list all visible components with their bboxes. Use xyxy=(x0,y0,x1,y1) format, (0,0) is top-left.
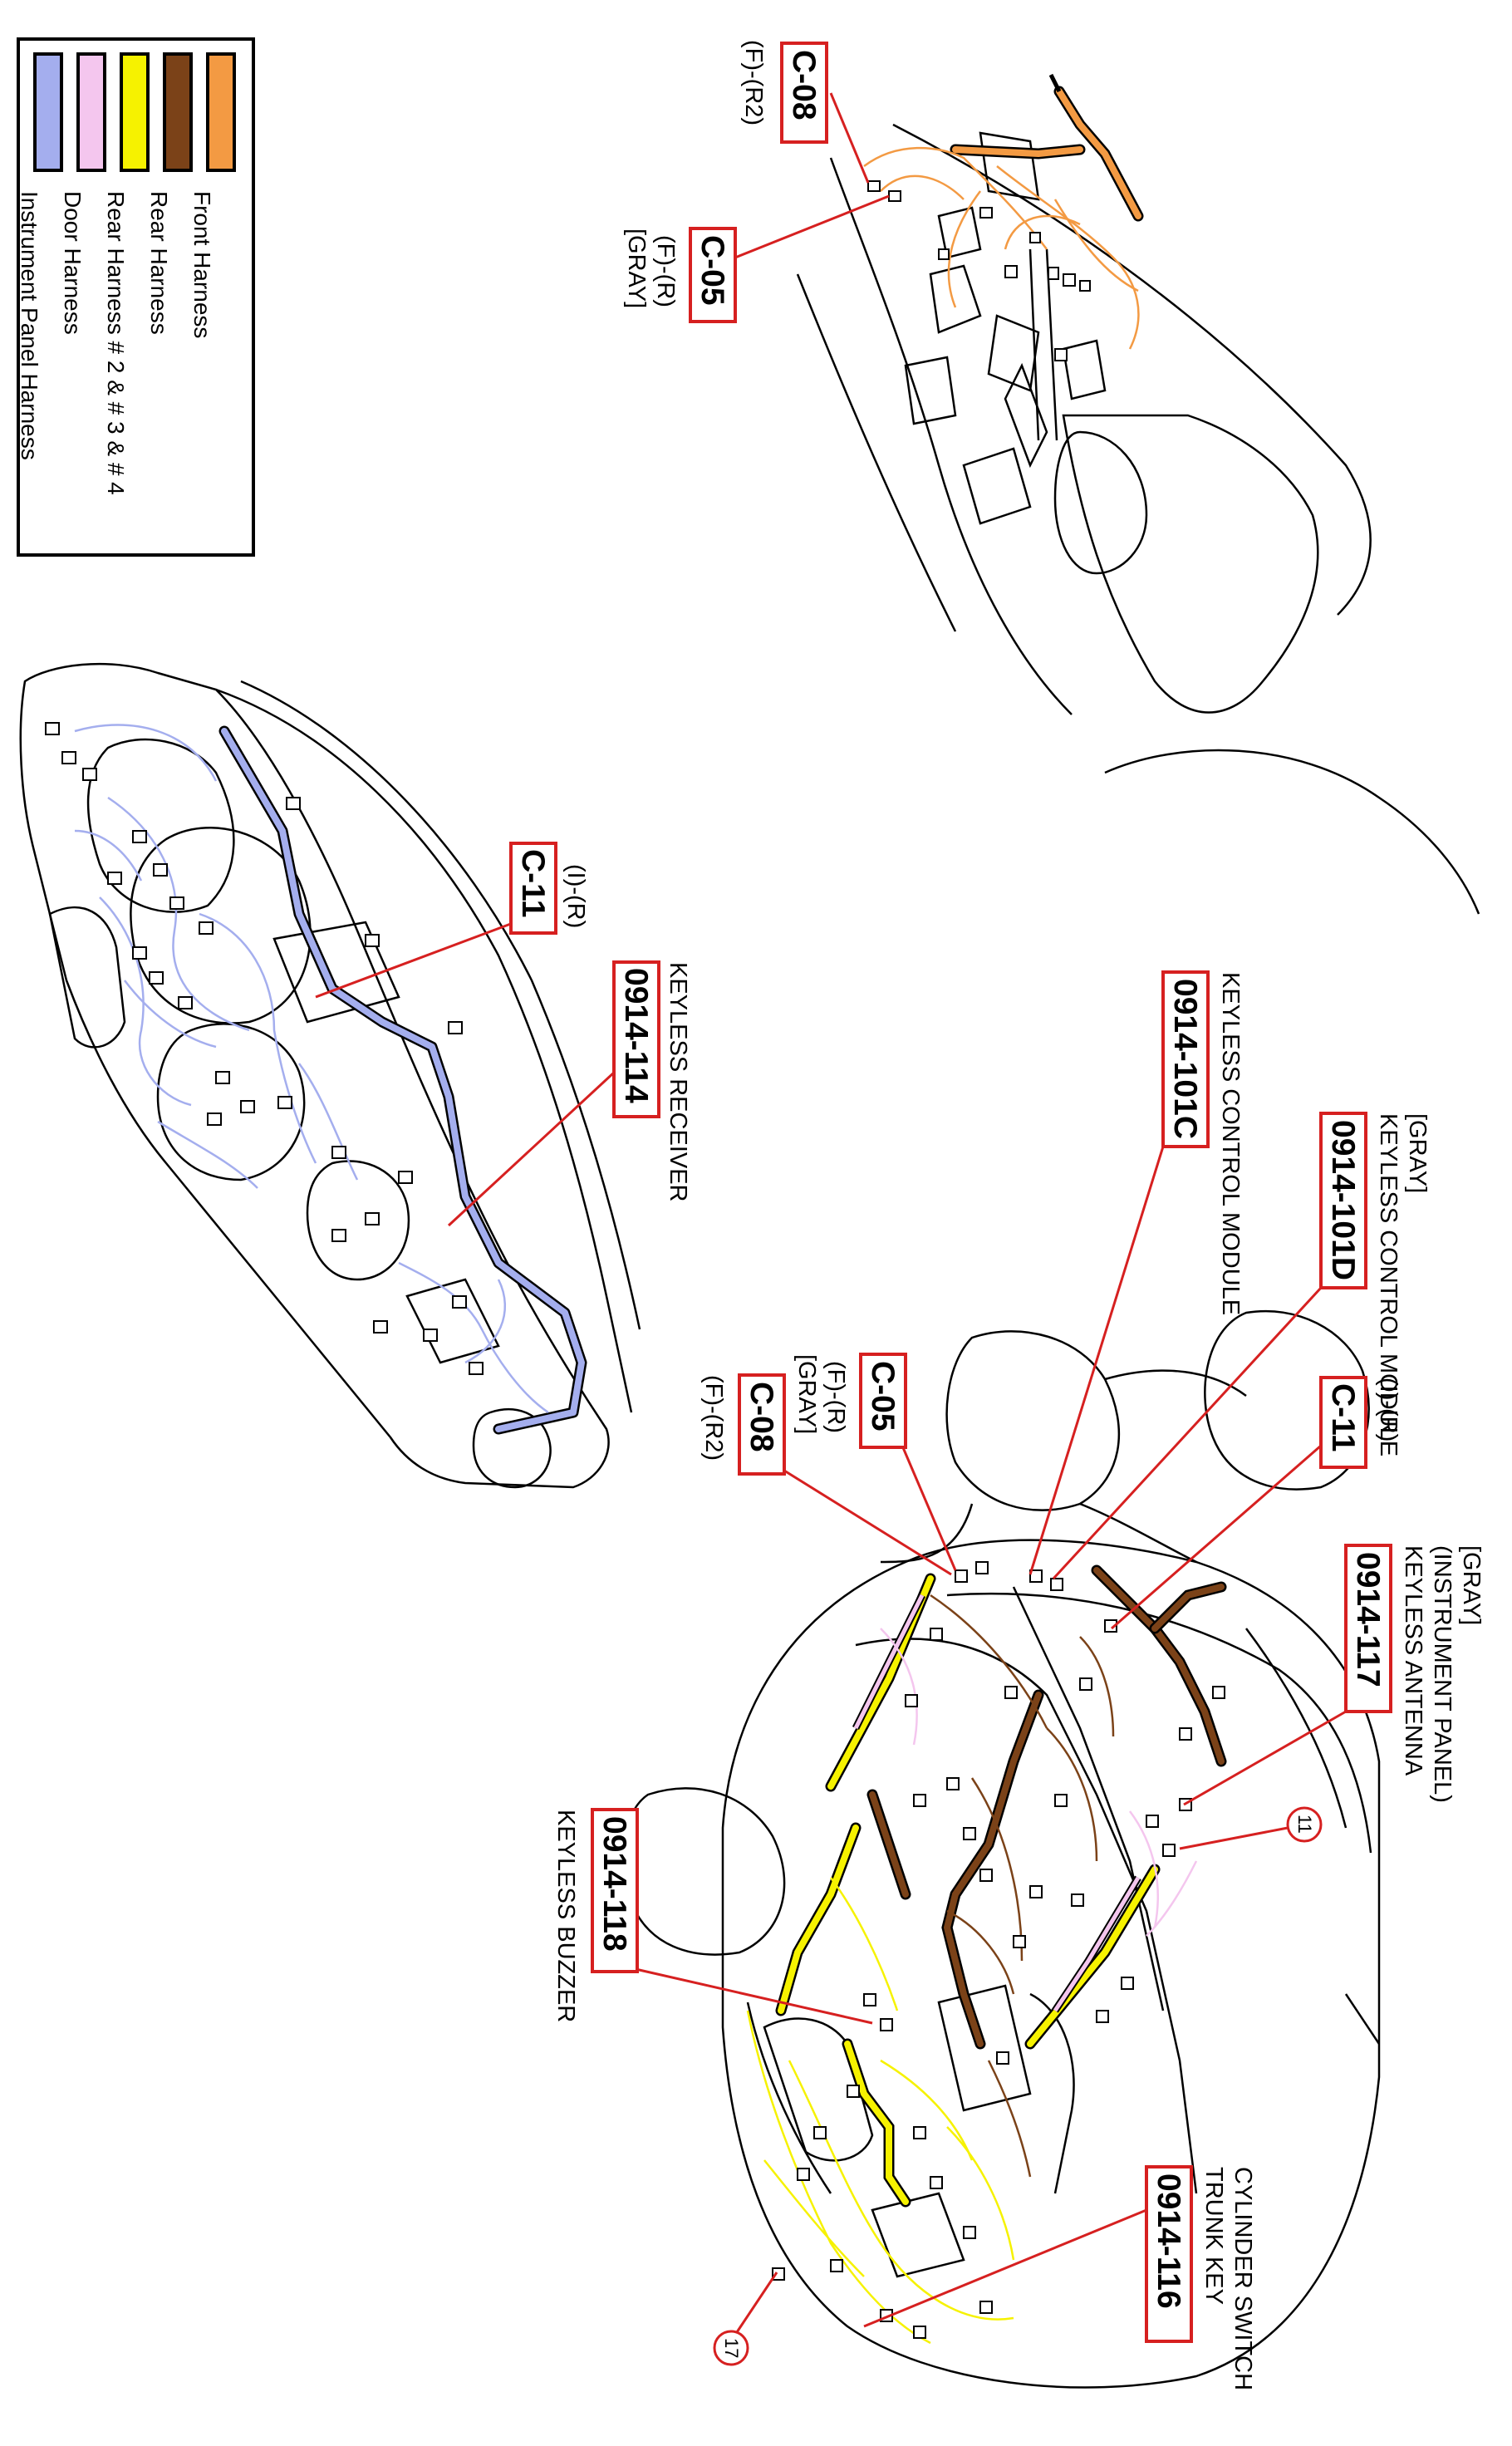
legend-swatch-ip xyxy=(33,52,63,172)
callout-k101d: 0914-101D KEYLESS CONTROL MODULE [GRAY] xyxy=(1052,1112,1431,1580)
legend-swatch-rear234 xyxy=(120,52,150,172)
c05-car-code: C-05 xyxy=(865,1361,901,1432)
callout-c05-top: C-05 (F)-(R) [GRAY] xyxy=(623,194,890,323)
front-strut-view xyxy=(796,123,1480,915)
callout-c11-car: C-11 (I)-(R) xyxy=(1111,1376,1402,1630)
c08-top-code: C-08 xyxy=(786,50,822,120)
legend-swatch-front xyxy=(206,52,236,172)
c05-car-sub2: [GRAY] xyxy=(793,1354,820,1434)
car-body-view xyxy=(621,1309,1381,2389)
k117-desc1: KEYLESS ANTENNA xyxy=(1400,1545,1426,1776)
legend: Front Harness Rear Harness Rear Harness … xyxy=(17,37,255,557)
c11-dash-code: C-11 xyxy=(515,849,551,917)
ip-harness-wires xyxy=(74,724,587,1435)
k118-code: 0914-118 xyxy=(596,1816,632,1952)
k116-desc2: CYLINDER SWITCH xyxy=(1230,2167,1256,2390)
k117-desc2: (INSTRUMENT PANEL) xyxy=(1429,1545,1456,1803)
c11-dash-sub: (I)-(R) xyxy=(562,864,589,928)
car-connectors xyxy=(772,1561,1225,2339)
legend-item-rear-harness-234: Rear Harness # 2 & # 3 & # 4 xyxy=(103,52,150,495)
k116-desc1: TRUNK KEY xyxy=(1200,2167,1227,2305)
legend-label-ip: Instrument Panel Harness xyxy=(17,191,42,460)
k116-code: 0914-116 xyxy=(1151,2173,1186,2309)
c08-car-code: C-08 xyxy=(744,1382,779,1452)
k118-desc: KEYLESS BUZZER xyxy=(552,1810,579,2022)
circle-callout-11: 11 xyxy=(1179,1806,1323,1850)
legend-swatch-door xyxy=(76,52,106,172)
legend-label-door: Door Harness xyxy=(60,191,86,335)
callout-c11-dash: C-11 (I)-(R) xyxy=(315,842,589,999)
legend-item-rear-harness: Rear Harness xyxy=(146,52,193,335)
callout-k116: 0914-116 TRUNK KEY CYLINDER SWITCH xyxy=(863,2165,1256,2390)
callout-k118: 0914-118 KEYLESS BUZZER xyxy=(552,1808,873,2025)
front-harness-wires xyxy=(863,73,1144,350)
c05-top-sub1: (F)-(R) xyxy=(652,235,679,307)
callout-c08-top: C-08 (F)-(R2) xyxy=(740,40,870,184)
k114-desc: KEYLESS RECEIVER xyxy=(665,962,691,1202)
legend-swatch-rear xyxy=(163,52,193,172)
car-harness-wires xyxy=(746,1564,1227,2345)
legend-item-instrument-panel-harness: Instrument Panel Harness xyxy=(17,52,63,460)
callout-c05-car: C-05 (F)-(R) [GRAY] xyxy=(793,1353,957,1571)
k101d-code: 0914-101D xyxy=(1325,1120,1361,1280)
ip-connectors xyxy=(45,722,484,1375)
front-connectors xyxy=(867,180,1091,361)
callout-k117: 0914-117 KEYLESS ANTENNA (INSTRUMENT PAN… xyxy=(1183,1544,1485,1806)
c05-car-sub1: (F)-(R) xyxy=(822,1361,849,1433)
circle-callout-17: 17 xyxy=(713,2272,778,2366)
k101d-desc1: KEYLESS CONTROL MODULE xyxy=(1375,1113,1402,1456)
callout-c08-car: C-08 (F)-(R2) xyxy=(700,1373,952,1576)
k101c-desc: KEYLESS CONTROL MODULE xyxy=(1217,972,1244,1315)
c11-car-sub: (I)-(R) xyxy=(1375,1378,1402,1442)
callout-k101c: 0914-101C KEYLESS CONTROL MODULE xyxy=(1028,970,1244,1575)
circle-11-text: 11 xyxy=(1294,1815,1315,1834)
c11-car-code: C-11 xyxy=(1325,1383,1361,1451)
legend-item-front-harness: Front Harness xyxy=(189,52,236,338)
callout-k114: 0914-114 KEYLESS RECEIVER xyxy=(447,960,691,1227)
legend-label-front: Front Harness xyxy=(189,191,215,338)
k101c-code: 0914-101C xyxy=(1167,979,1203,1139)
c08-top-sub: (F)-(R2) xyxy=(740,40,767,125)
instrument-panel-view xyxy=(19,662,641,1489)
legend-label-rear: Rear Harness xyxy=(146,191,172,335)
k114-code: 0914-114 xyxy=(618,968,654,1103)
k101d-desc2: [GRAY] xyxy=(1404,1113,1431,1193)
legend-item-door-harness: Door Harness xyxy=(60,52,106,335)
c05-top-sub2: [GRAY] xyxy=(623,228,650,308)
c08-car-sub: (F)-(R2) xyxy=(700,1375,727,1461)
c05-top-code: C-05 xyxy=(695,235,730,306)
legend-label-rear234: Rear Harness # 2 & # 3 & # 4 xyxy=(103,191,129,495)
k117-code: 0914-117 xyxy=(1350,1552,1386,1687)
k117-desc3: [GRAY] xyxy=(1458,1545,1485,1625)
circle-17-text: 17 xyxy=(721,2338,742,2358)
